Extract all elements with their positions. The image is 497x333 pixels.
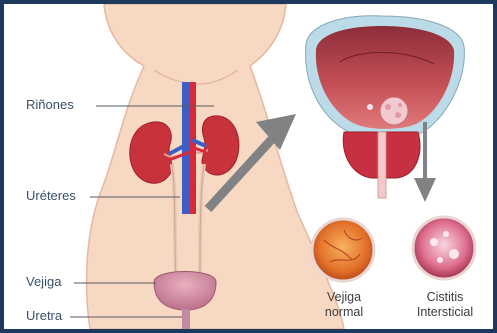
bladder-cross-section (306, 16, 465, 198)
kidneys-label: Riñones (26, 97, 74, 112)
urinary-system-illustration (4, 4, 493, 329)
ureters-label: Uréteres (26, 188, 76, 203)
diagram-panel: Riñones Uréteres Vejiga Uretra Vejiga no… (4, 4, 493, 329)
normal-bladder-caption: Vejiga normal (314, 290, 374, 320)
normal-caption-line1: Vejiga (314, 290, 374, 305)
ic-caption: Cistitis Intersticial (406, 290, 484, 320)
normal-caption-line2: normal (314, 305, 374, 320)
ic-caption-line2: Intersticial (406, 305, 484, 320)
normal-bladder-view (312, 219, 374, 281)
ic-caption-line1: Cistitis (406, 290, 484, 305)
interstitial-cystitis-view (413, 217, 475, 279)
urethra-label: Uretra (26, 308, 62, 323)
bladder-label: Vejiga (26, 274, 61, 289)
